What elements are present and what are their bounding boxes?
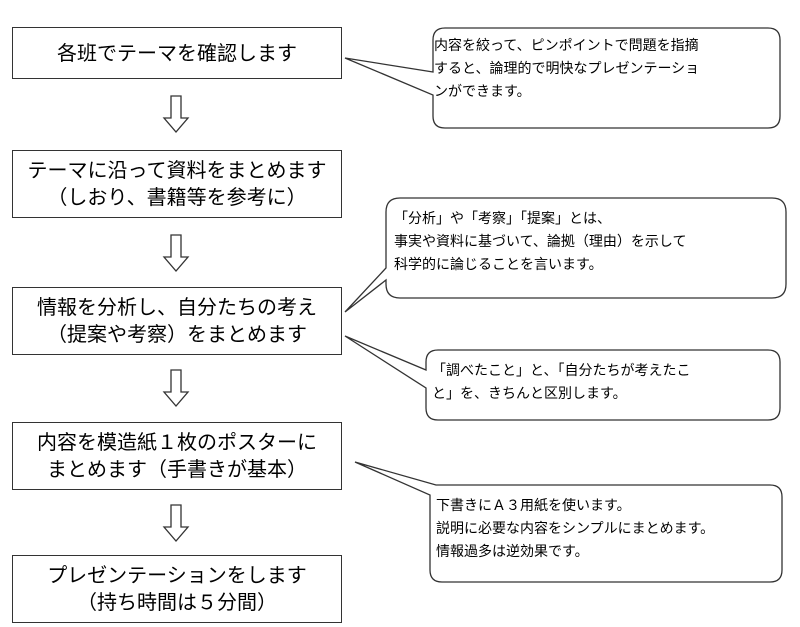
down-arrow-4 [162,504,190,542]
down-arrow-1 [162,95,190,133]
step-1-text: 各班でテーマを確認します [57,40,297,65]
callout-bubble-3 [344,335,781,421]
step-4-box: 内容を模造紙１枚のポスターに まとめます（手書きが基本） [12,422,342,490]
callout-bubble-2 [344,197,787,313]
callout-bubble-4 [354,461,783,583]
down-arrow-3 [162,369,190,407]
down-arrow-2 [162,234,190,272]
step-3-text: 情報を分析し、自分たちの考え （提案や考察）をまとめます [37,295,317,346]
step-2-box: テーマに沿って資料をまとめます （しおり、書籍等を参考に） [12,150,342,218]
step-2-text: テーマに沿って資料をまとめます （しおり、書籍等を参考に） [27,158,327,209]
callout-text-1: 内容を絞って、ピンポイントで問題を指摘 すると、論理的で明快なプレゼンテーショ … [434,38,700,100]
step-1-box: 各班でテーマを確認します [12,27,342,79]
step-5-box: プレゼンテーションをします （持ち時間は５分間） [12,555,342,623]
step-4-text: 内容を模造紙１枚のポスターに まとめます（手書きが基本） [37,430,317,481]
callout-text-4: 下書きにＡ３用紙を使います。 説明に必要な内容をシンプルにまとめます。 情報過多… [436,498,715,560]
callout-bubble-1 [344,27,781,129]
step-5-text: プレゼンテーションをします （持ち時間は５分間） [47,563,307,614]
step-3-box: 情報を分析し、自分たちの考え （提案や考察）をまとめます [12,287,342,355]
callout-text-2: 「分析」や「考察」「提案」とは、 事実や資料に基づいて、論拠（理由）を示して 科… [394,211,687,273]
callout-text-3: 「調べたこと」と、「自分たちが考えたこ と」を、きちんと区別します。 [432,363,691,402]
